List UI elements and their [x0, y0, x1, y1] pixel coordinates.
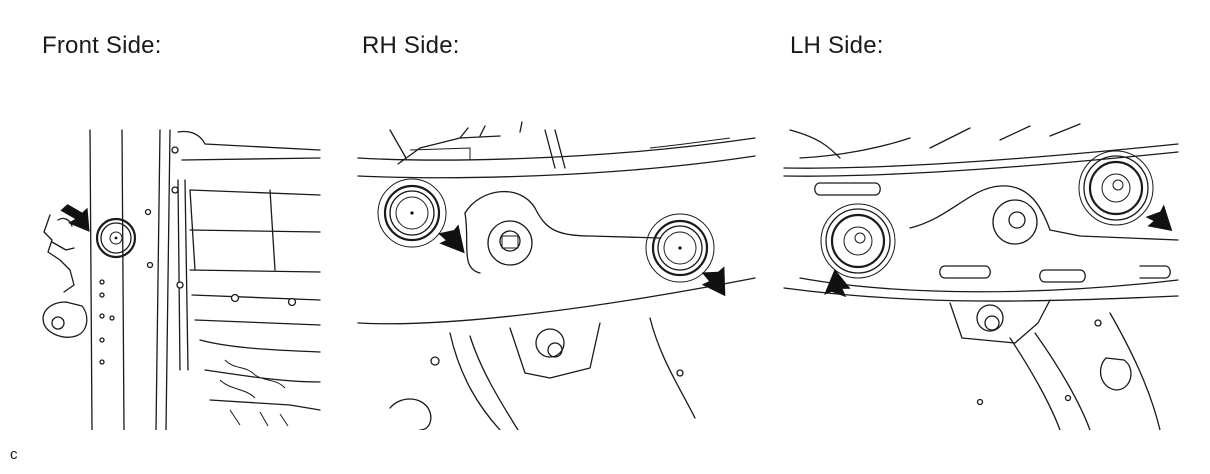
rh-side-illustration	[357, 121, 756, 430]
arrow-icon	[824, 269, 851, 298]
figure-code: c	[10, 446, 18, 463]
rh-side-title: RH Side:	[362, 32, 460, 59]
arrow-icon	[701, 266, 726, 297]
lh-side-illustration	[783, 123, 1179, 430]
lh-side-title: LH Side:	[790, 32, 884, 59]
arrow-icon	[1145, 204, 1173, 231]
arrow-icon	[60, 204, 90, 232]
arrow-icon	[438, 224, 465, 254]
front-side-title: Front Side:	[42, 32, 162, 59]
front-side-illustration	[42, 129, 321, 430]
